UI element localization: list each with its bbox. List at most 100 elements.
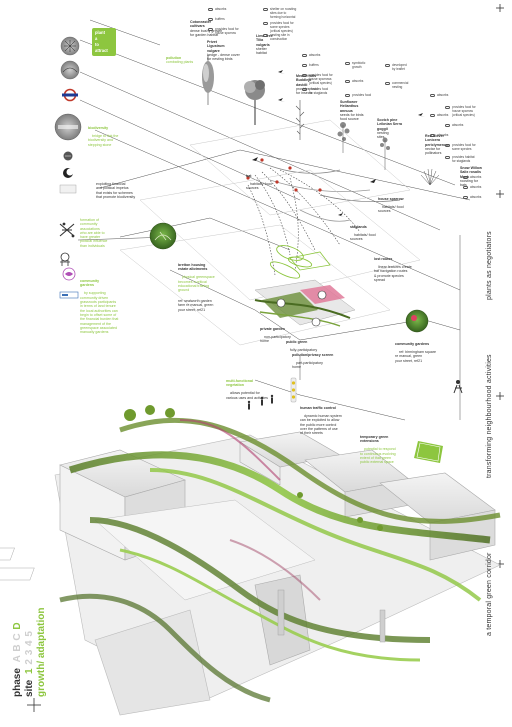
benefit-note: absorbs (470, 175, 482, 179)
benefit-bullet-icon (345, 62, 350, 65)
benefit-bullet-icon (463, 196, 468, 199)
benefit-bullet-icon (463, 186, 468, 189)
benefit-bullet-icon (208, 18, 213, 21)
plant-note: nectar for pollinators (425, 146, 442, 156)
habitat-zones (269, 245, 313, 279)
plant-silhouettes (202, 55, 440, 186)
plant-name: Cotoneaster cultivars (190, 20, 211, 29)
phase-letter: B (12, 644, 23, 652)
pollution-label: pollution combating plants (166, 56, 194, 65)
community-garden-photo (405, 309, 429, 333)
plant-tag: plant a to attract (92, 28, 116, 56)
benefit-note: absorbs (452, 123, 464, 127)
benefit-note: provides food for house sparrow (critica… (452, 105, 476, 117)
lawn-tile (414, 441, 443, 463)
site-axonometric (0, 405, 501, 716)
benefit-bullet-icon (445, 144, 450, 147)
human-traffic-label: human traffic control dynamic human syst… (300, 405, 342, 436)
benefit-note: absorbs (437, 113, 449, 117)
benefit-bullet-icon (445, 124, 450, 127)
benefit-bullet-icon (385, 64, 390, 67)
phase-row: phase A B C D (12, 622, 23, 697)
plant-note: shelter habitat (256, 46, 267, 56)
benefit-note: provides habitat for staglands (452, 155, 475, 163)
benefit-bullet-icon (463, 176, 468, 179)
side-label-negotiators: plants as negotiators (486, 231, 493, 300)
multi-functional-label: multi-functional vegetation allows poten… (226, 378, 268, 400)
biodiversity-label: biodiversity bridge to link the biodiver… (88, 125, 119, 147)
benefit-note: buffers (309, 63, 319, 67)
benefit-bullet-icon (445, 156, 450, 159)
mid-axonometric (254, 251, 356, 327)
bat-routes (247, 167, 361, 276)
community-gardens-label: community gardens by supporting communit… (80, 278, 119, 335)
temporary-green-label: temporary green extensions potential to … (360, 434, 396, 465)
connector-lines (77, 19, 471, 421)
phase-letter-active: D (12, 622, 23, 630)
benefit-note: absorbs (437, 93, 449, 97)
benefit-note: provides food for house sparrow (215, 27, 239, 35)
plant-note: nesting sites (377, 130, 389, 140)
left-icon-column (54, 36, 82, 299)
plant-note: roosting for bats (460, 178, 478, 188)
benefit-bullet-icon (385, 82, 390, 85)
staglands-label: staglands habitats/ food sources (350, 224, 376, 242)
site-number: 5 (24, 631, 35, 637)
benefit-bullet-icon (263, 22, 268, 25)
public-green-label: public green fully-participatory (286, 339, 318, 353)
benefit-note: provides food for staglands (309, 87, 329, 95)
tag-line4: attract (95, 48, 108, 53)
site-number: 2 (24, 659, 35, 665)
traffic-light-icon (290, 377, 297, 403)
bird-icons (252, 70, 425, 217)
site-number: 4 (24, 640, 35, 646)
benefit-note: provides food for some species (critical… (270, 21, 294, 33)
layer-planes (119, 119, 421, 346)
benefit-note: symbiotic growth (352, 61, 366, 69)
plant-name: Red Clover Lonicera periclymenum (425, 134, 450, 147)
benefit-note: provides food for house sparrows (critic… (309, 73, 333, 85)
plant-note: hedge - dense cover for nesting birds (207, 52, 240, 62)
phase-letter: A (12, 655, 23, 663)
benefit-bullet-icon (263, 8, 268, 11)
lost-routes-label: lost routes linear features create bat n… (374, 256, 412, 283)
site-number-active: 1 (24, 668, 35, 674)
benefit-note: absorbs (352, 79, 364, 83)
benefit-bullet-icon (263, 34, 268, 37)
side-label-corridor: a temporal green corridor (486, 552, 493, 636)
benefit-bullet-icon (430, 94, 435, 97)
bat-label: bat habitats/ food sources (246, 173, 272, 191)
benefit-bullet-icon (302, 64, 307, 67)
benefit-bullet-icon (208, 28, 213, 31)
people-figures (247, 380, 463, 410)
association-label: formation of community associations who … (80, 218, 108, 248)
site-number: 3 (24, 649, 35, 656)
plant-name: Sunflower Helianthus annuus (340, 100, 359, 113)
estate-label: bretton housing estate allotments physic… (178, 262, 215, 312)
tag-line1: plant (95, 30, 106, 35)
benefit-bullet-icon (302, 88, 307, 91)
benefit-bullet-icon (302, 74, 307, 77)
benefit-bullet-icon (430, 114, 435, 117)
benefit-bullet-icon (345, 80, 350, 83)
policy-label: exploiting financial and political impet… (96, 182, 136, 199)
benefit-note: provides food for some species (452, 143, 476, 151)
plant-name: Lime Tree Tilia vulgaris (256, 34, 273, 47)
benefit-bullet-icon (208, 8, 213, 11)
screen-label: pollution/privacy screen part-participat… (292, 352, 334, 370)
plant-note: dense bushy growth for garden habitat (190, 28, 223, 37)
benefit-note: nesting site in construction (270, 33, 290, 41)
benefit-note: commercial nesting (392, 81, 409, 89)
benefit-note: absorbs (437, 133, 449, 137)
plant-name: Privet Ligustrum vulgare (207, 40, 225, 53)
habitat-markers (246, 158, 322, 192)
house-sparrow-label: house sparrow habitats/ food sources (378, 196, 404, 214)
